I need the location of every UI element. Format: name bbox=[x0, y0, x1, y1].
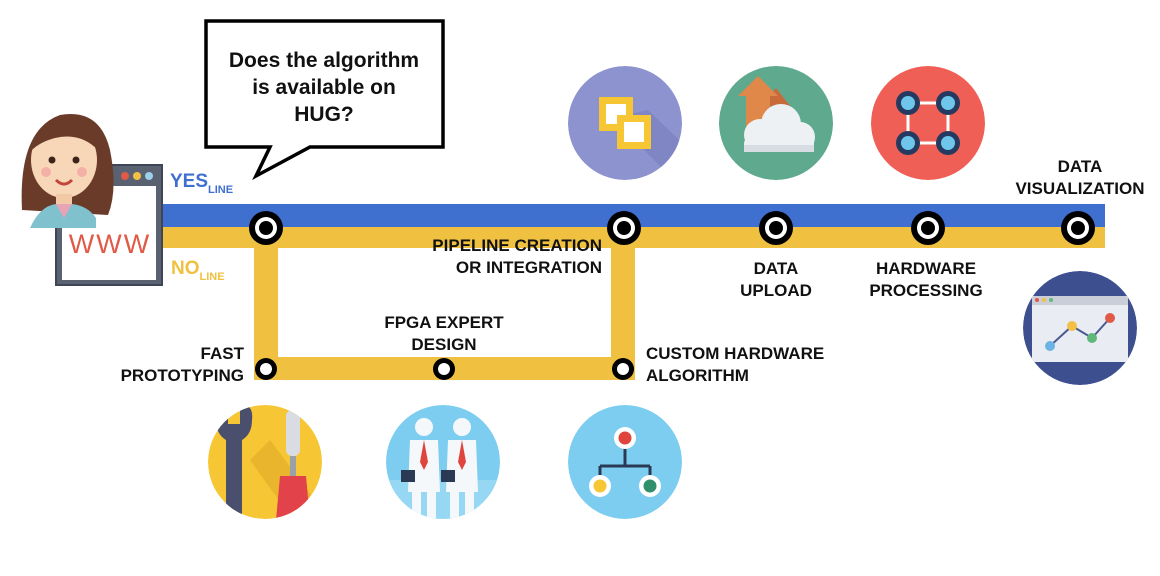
speech-bubble-text: Does the algorithm is available on HUG? bbox=[205, 20, 443, 148]
label-custom-line-2: ALGORITHM bbox=[646, 366, 749, 385]
label-data-upload: DATA UPLOAD bbox=[716, 258, 836, 302]
no-line-track bbox=[160, 225, 1105, 380]
speech-bubble bbox=[204, 19, 445, 181]
no-line-label: NOLINE bbox=[171, 258, 225, 283]
station-custom-hardware bbox=[612, 358, 634, 380]
hierarchy-icon bbox=[568, 405, 682, 519]
station-hardware-processing bbox=[911, 211, 945, 245]
no-line-main: NO bbox=[171, 258, 200, 279]
label-data-upload-line-2: UPLOAD bbox=[740, 281, 812, 300]
station-start bbox=[249, 211, 283, 245]
bubble-line-1: Does the algorithm bbox=[228, 49, 420, 72]
chart-screen-icon bbox=[1023, 271, 1137, 385]
label-custom-hardware: CUSTOM HARDWARE ALGORITHM bbox=[646, 343, 846, 387]
label-custom-line-1: CUSTOM HARDWARE bbox=[646, 344, 825, 363]
label-data-visualization: DATA VISUALIZATION bbox=[1000, 156, 1160, 200]
yes-line-main: YES bbox=[170, 171, 209, 192]
browser-url-text: WWW bbox=[68, 229, 152, 259]
label-hardware-processing: HARDWARE PROCESSING bbox=[856, 258, 996, 302]
label-fast-prototyping: FAST PROTOTYPING bbox=[100, 343, 244, 387]
bubble-line-2: is available on bbox=[252, 76, 396, 99]
business-people-icon bbox=[386, 405, 500, 519]
label-visualization-line-2: VISUALIZATION bbox=[1015, 179, 1145, 198]
label-pipeline-creation: PIPELINE CREATION OR INTEGRATION bbox=[412, 235, 602, 279]
label-fpga-expert-design: FPGA EXPERT DESIGN bbox=[366, 312, 522, 356]
label-data-upload-line-1: DATA bbox=[753, 259, 799, 278]
label-fast-line-1: FAST bbox=[200, 344, 244, 363]
label-pipeline-line-1: PIPELINE CREATION bbox=[432, 236, 602, 255]
cloud-upload-icon bbox=[719, 66, 833, 180]
station-pipeline-creation bbox=[607, 211, 641, 245]
station-fpga-expert-design bbox=[433, 358, 455, 380]
yes-line-sub: LINE bbox=[208, 184, 234, 196]
label-visualization-line-1: DATA bbox=[1057, 157, 1103, 176]
label-fpga-line-2: DESIGN bbox=[411, 335, 477, 354]
label-hardware-line-1: HARDWARE bbox=[875, 259, 977, 278]
gears-network-icon bbox=[871, 66, 985, 180]
bubble-line-3: HUG? bbox=[294, 103, 354, 126]
layers-icon bbox=[568, 66, 682, 180]
station-fast-prototyping bbox=[255, 358, 277, 380]
user-avatar-icon bbox=[21, 114, 114, 228]
label-fast-line-2: PROTOTYPING bbox=[120, 366, 244, 385]
label-fpga-line-1: FPGA EXPERT bbox=[384, 313, 504, 332]
yes-line-label: YESLINE bbox=[170, 171, 234, 196]
station-data-visualization bbox=[1061, 211, 1095, 245]
label-hardware-line-2: PROCESSING bbox=[869, 281, 983, 300]
label-pipeline-line-2: OR INTEGRATION bbox=[455, 258, 602, 277]
wrench-screwdriver-icon bbox=[208, 405, 322, 519]
station-data-upload bbox=[759, 211, 793, 245]
no-line-sub: LINE bbox=[199, 271, 225, 283]
